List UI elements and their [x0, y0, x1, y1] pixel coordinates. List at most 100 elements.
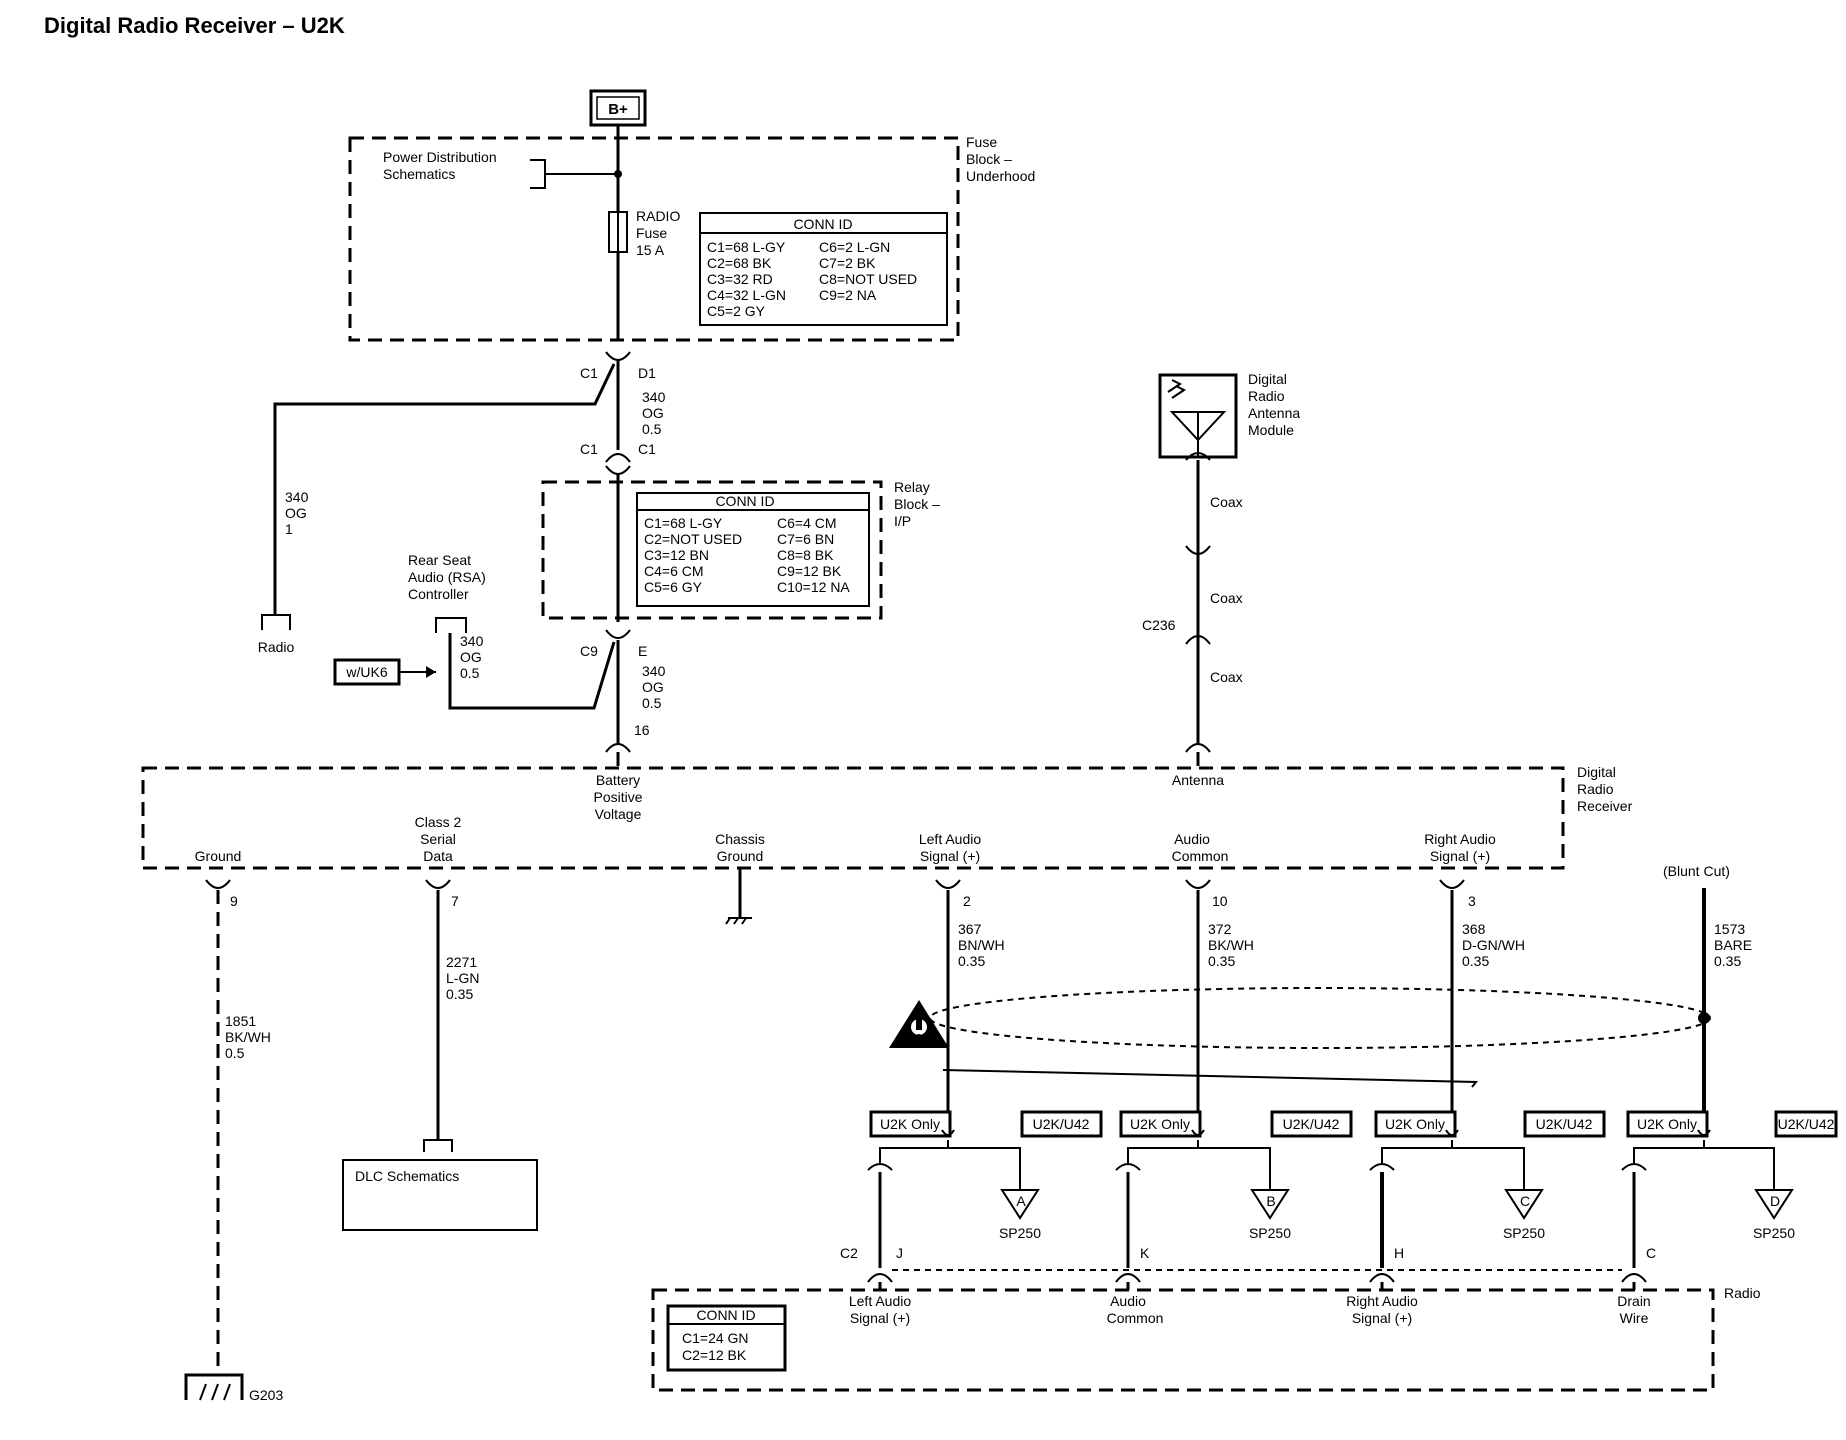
pin-9: 9 — [230, 893, 238, 909]
connector-c9: C9 — [580, 643, 598, 659]
class2-label-1: Class 2 — [415, 814, 462, 830]
radio-left-audio-label-2: Signal (+) — [850, 1310, 910, 1326]
fuse-conn-row: C9=2 NA — [819, 287, 877, 303]
class2-label-3: Data — [423, 848, 453, 864]
pin-2: 2 — [963, 893, 971, 909]
class2-label-2: Serial — [420, 831, 456, 847]
antenna-pin-label: Antenna — [1172, 772, 1224, 788]
relay-conn-row: C8=8 BK — [777, 547, 834, 563]
splice-b-label: B — [1266, 1193, 1275, 1209]
fuse-conn-row: C2=68 BK — [707, 255, 772, 271]
u2k-u42-label: U2K/U42 — [1283, 1116, 1340, 1132]
relay-conn-row: C5=6 GY — [644, 579, 703, 595]
radio-pin-h: H — [1394, 1245, 1404, 1261]
antenna-module — [1158, 373, 1238, 459]
wire-372-label: 0.35 — [1208, 953, 1235, 969]
antenna-label-1: Digital — [1248, 371, 1287, 387]
rsa-label-3: Controller — [408, 586, 469, 602]
fuse-block-label-2: Block – — [966, 151, 1012, 167]
relay-conn-id-table: CONN ID C1=68 L-GY C2=NOT USED C3=12 BN … — [636, 492, 870, 607]
fuse-conn-row: C5=2 GY — [707, 303, 766, 319]
connector-e: E — [638, 643, 647, 659]
relay-conn-row: C1=68 L-GY — [644, 515, 723, 531]
dlc-schematics-box — [342, 1159, 538, 1231]
fuse-conn-row: C6=2 L-GN — [819, 239, 890, 255]
ground-pin-label: Ground — [195, 848, 242, 864]
relay-conn-row: C4=6 CM — [644, 563, 704, 579]
wire-368-label: 368 — [1462, 921, 1486, 937]
right-audio-label-2: Signal (+) — [1430, 848, 1490, 864]
sp250-label: SP250 — [999, 1225, 1041, 1241]
relay-conn-row: C6=4 CM — [777, 515, 837, 531]
radio-conn-id-table: CONN ID C1=24 GN C2=12 BK — [666, 1304, 787, 1372]
relay-block-label-2: Block – — [894, 496, 940, 512]
rsa-label-2: Audio (RSA) — [408, 569, 486, 585]
radio-right-audio-label-1: Right Audio — [1346, 1293, 1418, 1309]
wire-2271-label: 2271 — [446, 954, 477, 970]
u2k-only-label: U2K Only — [1385, 1116, 1445, 1132]
u2k-only-label: U2K Only — [880, 1116, 940, 1132]
fuse-block-label-1: Fuse — [966, 134, 997, 150]
wire-340-label: 0.5 — [642, 421, 662, 437]
chassis-ground-icon — [725, 868, 752, 925]
chassis-ground-label-2: Ground — [717, 848, 764, 864]
blunt-cut-label: (Blunt Cut) — [1663, 863, 1730, 879]
pin-16: 16 — [634, 722, 650, 738]
wire-340-label: OG — [642, 405, 664, 421]
pin-7: 7 — [451, 893, 459, 909]
antenna-label-4: Module — [1248, 422, 1294, 438]
wuk6-option-box — [333, 658, 401, 686]
wire-340-receiver-label: 0.5 — [642, 695, 662, 711]
radio-conn-row: C1=24 GN — [682, 1330, 749, 1346]
splice-c-label: C — [1520, 1193, 1530, 1209]
ground-g203-label: G203 — [249, 1387, 283, 1403]
fuse-conn-row: C3=32 RD — [707, 271, 773, 287]
wire-368-label: 0.35 — [1462, 953, 1489, 969]
sp250-label: SP250 — [1249, 1225, 1291, 1241]
battery-plus-terminal: B+ — [589, 89, 647, 127]
antenna-label-2: Radio — [1248, 388, 1285, 404]
wire-2271-label: L-GN — [446, 970, 479, 986]
radio-drain-wire-label-1: Drain — [1617, 1293, 1650, 1309]
wire-367-label: BN/WH — [958, 937, 1005, 953]
relay-conn-row: C10=12 NA — [777, 579, 850, 595]
coax-label: Coax — [1210, 669, 1243, 685]
audio-common-label-1: Audio — [1174, 831, 1210, 847]
radio-audio-common-label-2: Common — [1107, 1310, 1164, 1326]
radio-audio-common-label-1: Audio — [1110, 1293, 1146, 1309]
wire-372-label: BK/WH — [1208, 937, 1254, 953]
fuse-conn-row: C4=32 L-GN — [707, 287, 786, 303]
wire-367-label: 0.35 — [958, 953, 985, 969]
relay-block-boundary — [541, 480, 883, 620]
connector-c1: C1 — [580, 365, 598, 381]
relay-conn-row: C7=6 BN — [777, 531, 834, 547]
connector-c1-relay-in: C1 — [580, 441, 598, 457]
wire-340-radio-label: 340 — [285, 489, 309, 505]
option-boxes: U2K Only U2K/U42 U2K Only U2K/U42 U2K On… — [869, 1110, 1838, 1138]
chassis-ground-label-1: Chassis — [715, 831, 765, 847]
page-title: Digital Radio Receiver – U2K — [44, 13, 345, 38]
branch-right-audio: C SP250 — [1369, 1129, 1545, 1268]
bplus-label: B+ — [608, 101, 628, 118]
wire-340-rsa-label: OG — [460, 649, 482, 665]
radio-label: Radio — [1724, 1285, 1761, 1301]
right-audio-label-1: Right Audio — [1424, 831, 1496, 847]
fuse-block-label-3: Underhood — [966, 168, 1035, 184]
wire-368-label: D-GN/WH — [1462, 937, 1525, 953]
wire-340-rsa-label: 340 — [460, 633, 484, 649]
wire-1573-label: 1573 — [1714, 921, 1745, 937]
fuse-block-boundary — [348, 136, 960, 342]
pin-3: 3 — [1468, 893, 1476, 909]
fuse-label-2: Fuse — [636, 225, 667, 241]
coax-label: Coax — [1210, 494, 1243, 510]
relay-block-label-3: I/P — [894, 513, 911, 529]
wire-340-radio-label: 1 — [285, 521, 293, 537]
radio-boundary — [651, 1288, 1715, 1392]
receiver-label-3: Receiver — [1577, 798, 1633, 814]
wire-367-label: 367 — [958, 921, 982, 937]
battery-positive-label-3: Voltage — [595, 806, 642, 822]
rsa-label-1: Rear Seat — [408, 552, 471, 568]
connector-c2: C2 — [840, 1245, 858, 1261]
caution-icon — [889, 1000, 949, 1048]
relay-conn-row: C2=NOT USED — [644, 531, 742, 547]
